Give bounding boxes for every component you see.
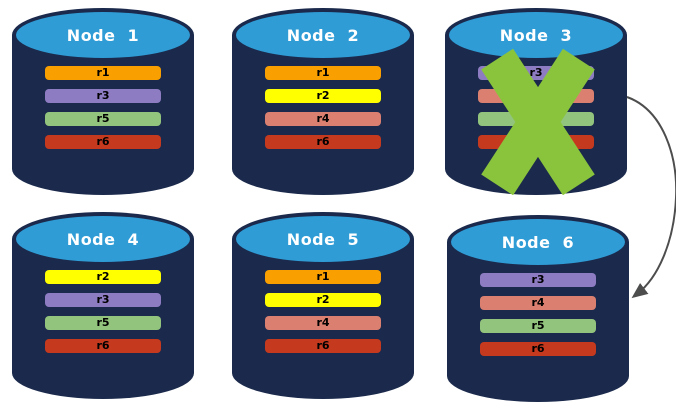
- cylinder-top: Node 5: [232, 212, 414, 266]
- replica-bar-r4: r4: [265, 112, 381, 126]
- cylinder-top: Node 3: [445, 8, 627, 62]
- replica-bar-list: r1 r2 r4 r6: [265, 66, 381, 149]
- node-5: Node 5 r1 r2 r4 r6: [232, 212, 414, 399]
- replica-bar-r4: r4: [478, 89, 594, 103]
- cylinder-top: Node 2: [232, 8, 414, 62]
- replica-bar-r2: r2: [45, 270, 161, 284]
- node-title: Node 3: [499, 25, 573, 45]
- replica-bar-r6: r6: [265, 135, 381, 149]
- replica-bar-list: r1 r3 r5 r6: [45, 66, 161, 149]
- replica-bar-r6: r6: [265, 339, 381, 353]
- replica-bar-r5: r5: [478, 112, 594, 126]
- replica-bar-list: r2 r3 r5 r6: [45, 270, 161, 353]
- replica-bar-r6: r6: [45, 339, 161, 353]
- replica-bar-r4: r4: [480, 296, 596, 310]
- replica-bar-r6: r6: [45, 135, 161, 149]
- node-3: Node 3 r3 r4 r5 r6: [445, 8, 627, 195]
- node-title: Node 4: [66, 229, 140, 249]
- replica-bar-r1: r1: [265, 66, 381, 80]
- node-2: Node 2 r1 r2 r4 r6: [232, 8, 414, 195]
- node-6: Node 6 r3 r4 r5 r6: [447, 215, 629, 402]
- node-title: Node 1: [66, 25, 140, 45]
- node-title: Node 5: [286, 229, 360, 249]
- replica-bar-r6: r6: [480, 342, 596, 356]
- node-title: Node 2: [286, 25, 360, 45]
- replica-bar-r3: r3: [45, 89, 161, 103]
- cylinder-top: Node 1: [12, 8, 194, 62]
- replica-bar-r1: r1: [45, 66, 161, 80]
- replica-bar-list: r1 r2 r4 r6: [265, 270, 381, 353]
- replica-bar-r5: r5: [45, 112, 161, 126]
- replica-bar-r3: r3: [45, 293, 161, 307]
- replica-bar-r1: r1: [265, 270, 381, 284]
- replica-bar-list: r3 r4 r5 r6: [480, 273, 596, 356]
- node-4: Node 4 r2 r3 r5 r6: [12, 212, 194, 399]
- replica-bar-r5: r5: [45, 316, 161, 330]
- replica-bar-r2: r2: [265, 293, 381, 307]
- replica-bar-r3: r3: [480, 273, 596, 287]
- replica-bar-r4: r4: [265, 316, 381, 330]
- replica-bar-r5: r5: [480, 319, 596, 333]
- node-1: Node 1 r1 r3 r5 r6: [12, 8, 194, 195]
- replica-bar-r3: r3: [478, 66, 594, 80]
- replica-bar-r2: r2: [265, 89, 381, 103]
- replica-bar-r6: r6: [478, 135, 594, 149]
- cylinder-top: Node 6: [447, 215, 629, 269]
- replica-bar-list: r3 r4 r5 r6: [478, 66, 594, 149]
- node-title: Node 6: [501, 232, 575, 252]
- cylinder-top: Node 4: [12, 212, 194, 266]
